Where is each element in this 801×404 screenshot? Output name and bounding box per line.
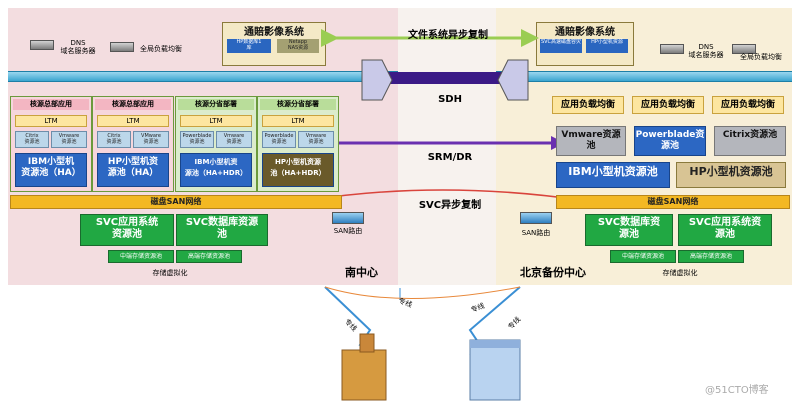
left-imaging-sub2: Netapp NAS资源 — [277, 39, 319, 53]
sdh-label: SDH — [438, 94, 462, 105]
ltm-box: LTM — [97, 115, 169, 127]
pool-a: Powerblade 资源池 — [180, 131, 214, 148]
left-storage-virt: 存储虚拟化 — [152, 269, 188, 277]
big-pool: IBM小型机 资源池（HA） — [15, 153, 87, 187]
big-pool: IBM小型机资 源池（HA+HDR） — [180, 153, 252, 187]
right-dns-server-device — [660, 44, 684, 54]
left-high-storage: 高端存储资源池 — [176, 250, 242, 263]
right-imaging-sub2: HP小型机资源 — [586, 39, 628, 53]
glb-label: 全局负载均衡 — [140, 45, 182, 53]
pool-a: Citrix 资源池 — [97, 131, 131, 148]
right-imaging-sub1: SVC高速磁盘容灾 — [540, 39, 582, 53]
right-glb-device — [732, 44, 756, 54]
right-backbone — [496, 71, 792, 82]
pool-b: Vmware 资源池 — [216, 131, 252, 148]
right-svc-app-pool: SVC应用系统资 源池 — [678, 214, 772, 246]
right-svc-db-pool: SVC数据库资 源池 — [585, 214, 673, 246]
right-citrix-pool: Citrix资源池 — [714, 126, 786, 156]
ltm-box: LTM — [262, 115, 334, 127]
left-svc-db-pool: SVC数据库资源 池 — [176, 214, 268, 246]
big-pool: HP小型机资 源池（HA） — [97, 153, 169, 187]
right-lb-3: 应用负载均衡 — [712, 96, 784, 114]
south-center-label: 南中心 — [345, 266, 378, 279]
dns-server-device — [30, 40, 54, 50]
left-group-2: 核源总部应用 LTM Citrix 资源池 VMware 资源池 HP小型机资 … — [92, 96, 174, 192]
right-imaging-title: 通賠影像系统 — [555, 27, 615, 38]
group-head: 核源分省部署 — [260, 99, 336, 110]
right-storage-virt: 存储虚拟化 — [662, 269, 698, 277]
left-imaging-system: 通賠影像系统 HP数据库1 库 Netapp NAS资源 — [222, 22, 326, 66]
right-san-router-label: SAN路由 — [521, 229, 551, 237]
left-group-3: 核源分省部署 LTM Powerblade 资源池 Vmware 资源池 IBM… — [175, 96, 257, 192]
left-san-router-label: SAN路由 — [333, 227, 363, 235]
right-lb-1: 应用负载均衡 — [552, 96, 624, 114]
srm-dr-label: SRM/DR — [427, 152, 473, 163]
file-sync-label: 文件系统异步复制 — [408, 30, 488, 41]
left-mid-storage: 中端存储资源池 — [108, 250, 174, 263]
group-head: 核源总部应用 — [95, 99, 171, 110]
group-head: 核源分省部署 — [178, 99, 254, 110]
right-high-storage: 高端存储资源池 — [678, 250, 744, 263]
right-powerblade-pool: Powerblade资 源池 — [634, 126, 706, 156]
left-svc-app-pool: SVC应用系统 资源池 — [80, 214, 174, 246]
beijing-center-label: 北京备份中心 — [520, 266, 586, 279]
pool-b: Vmware 资源池 — [298, 131, 334, 148]
ltm-box: LTM — [15, 115, 87, 127]
left-imaging-title: 通賠影像系统 — [244, 27, 304, 38]
group-head: 核源总部应用 — [13, 99, 89, 110]
watermark: @51CTO博客 — [705, 385, 769, 396]
right-vmware-pool: Vmware资源 池 — [556, 126, 626, 156]
left-group-1: 核源总部应用 LTM Citrix 资源池 Vmware 资源池 IBM小型机 … — [10, 96, 92, 192]
right-ibm-pool: IBM小型机资源池 — [556, 162, 670, 188]
left-san-network: 磁盘SAN网络 — [10, 195, 342, 209]
left-backbone — [8, 71, 398, 82]
right-glb-label: 全局负载均衡 — [740, 53, 782, 61]
wan-zone — [398, 8, 496, 285]
left-group-4: 核源分省部署 LTM Powerblade 资源池 Vmware 资源池 HP小… — [257, 96, 339, 192]
left-san-router-device — [332, 212, 364, 224]
svc-async-label: SVC异步复制 — [418, 200, 482, 211]
right-san-network: 磁盘SAN网络 — [556, 195, 790, 209]
pool-a: Citrix 资源池 — [15, 131, 49, 148]
pool-a: Powerblade 资源池 — [262, 131, 296, 148]
right-imaging-system: 通賠影像系统 SVC高速磁盘容灾 HP小型机资源 — [536, 22, 634, 66]
pool-b: VMware 资源池 — [133, 131, 169, 148]
right-mid-storage: 中端存储资源池 — [610, 250, 676, 263]
big-pool: HP小型机资源 池（HA+HDR） — [262, 153, 334, 187]
left-imaging-sub1: HP数据库1 库 — [227, 39, 271, 53]
right-hp-pool: HP小型机资源池 — [676, 162, 786, 188]
ltm-box: LTM — [180, 115, 252, 127]
pool-b: Vmware 资源池 — [51, 131, 87, 148]
right-san-router-device — [520, 212, 552, 224]
right-lb-2: 应用负载均衡 — [632, 96, 704, 114]
glb-device — [110, 42, 134, 52]
